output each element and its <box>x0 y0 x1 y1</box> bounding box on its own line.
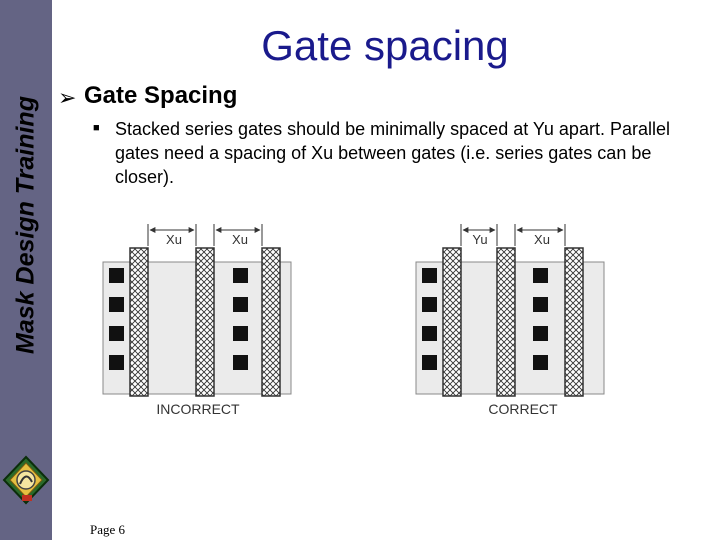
logo-icon <box>2 455 50 505</box>
dimension-lines <box>147 224 263 246</box>
contacts-middle <box>533 268 548 370</box>
contacts-middle <box>233 268 248 370</box>
page-number: Page 6 <box>90 522 126 537</box>
contacts-left <box>422 268 437 370</box>
gate-poly <box>442 247 462 397</box>
dim-label: Xu <box>534 232 550 247</box>
dim-label: Xu <box>232 232 248 247</box>
dimension-lines <box>460 224 566 246</box>
gate-poly <box>564 247 584 397</box>
figure-incorrect: Xu Xu INCORRECT <box>102 224 292 417</box>
gate-poly <box>129 247 149 397</box>
bullet-heading: Gate Spacing <box>84 82 238 109</box>
arrow-bullet-icon: ➢ <box>58 85 77 110</box>
figure-label: INCORRECT <box>156 401 240 417</box>
slide-title: Gate spacing <box>261 22 509 69</box>
sidebar: Mask Design Training <box>0 0 52 540</box>
square-bullet-icon: ■ <box>93 122 100 134</box>
figure-correct: Yu Xu CORRECT <box>415 224 605 417</box>
dim-label: Xu <box>166 232 182 247</box>
figure-label: CORRECT <box>488 401 558 417</box>
gate-poly <box>261 247 281 397</box>
gate-poly <box>195 247 215 397</box>
bullet-text: Stacked series gates should be minimally… <box>115 119 670 187</box>
dim-label: Yu <box>472 232 487 247</box>
gate-poly <box>496 247 516 397</box>
contacts-left <box>109 268 124 370</box>
